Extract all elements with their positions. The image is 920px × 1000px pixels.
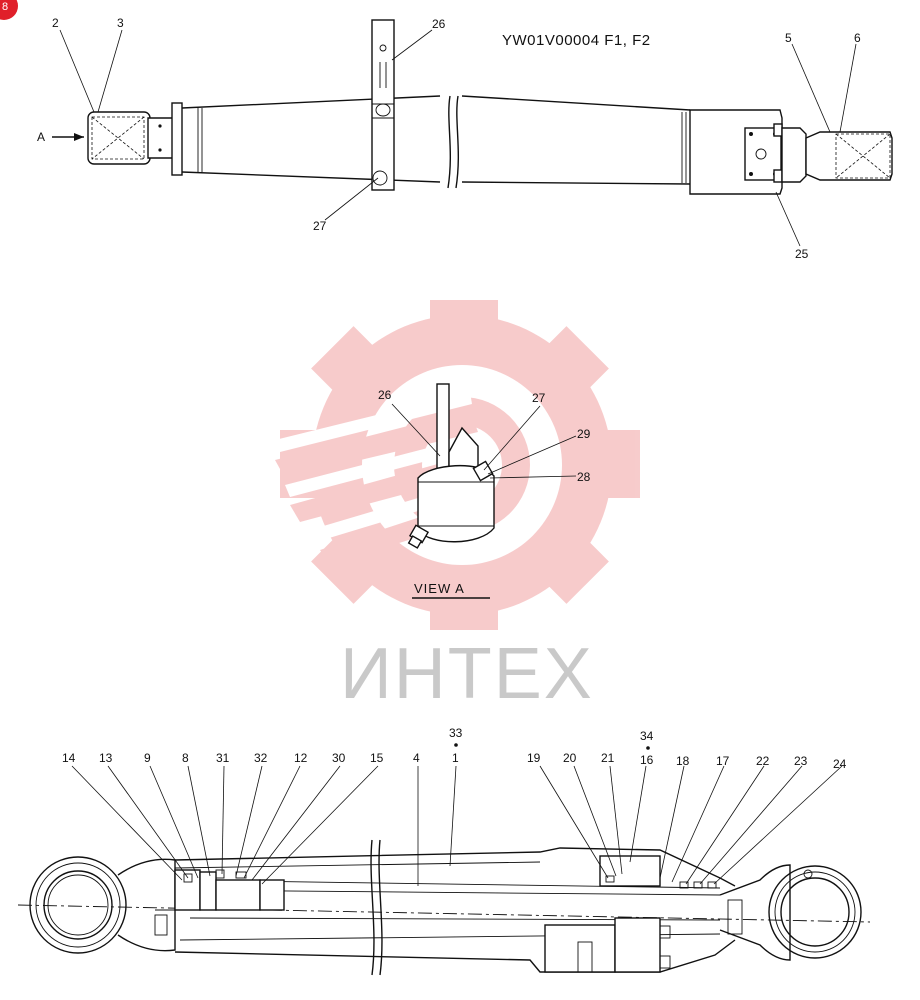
view-a-arrow-label: A xyxy=(37,130,45,144)
callout-31: 31 xyxy=(216,751,230,765)
corner-badge-text: 8 xyxy=(2,1,8,13)
callout-12: 12 xyxy=(294,751,308,765)
callout-23: 23 xyxy=(794,754,808,768)
view-callout-26: 26 xyxy=(378,388,392,402)
drawing-code: YW01V00004 F1, F2 xyxy=(502,32,651,49)
view-callout-27: 27 xyxy=(532,391,546,405)
callout-24: 24 xyxy=(833,757,847,771)
callout-9: 9 xyxy=(144,751,151,765)
callout-30: 30 xyxy=(332,751,346,765)
callout-25: 25 xyxy=(795,247,809,261)
callout-14: 14 xyxy=(62,751,76,765)
callout-6: 6 xyxy=(854,31,861,45)
corner-badge: 8 xyxy=(0,0,18,20)
view-callout-29: 29 xyxy=(577,427,591,441)
callout-2: 2 xyxy=(52,16,59,30)
callout-18: 18 xyxy=(676,754,690,768)
callout-1: 1 xyxy=(452,751,459,765)
marker-dot-33 xyxy=(454,743,458,747)
callout-22: 22 xyxy=(756,754,770,768)
callout-32: 32 xyxy=(254,751,268,765)
callout-8: 8 xyxy=(182,751,189,765)
watermark-text: ИНТЕХ xyxy=(340,634,594,714)
callout-20: 20 xyxy=(563,751,577,765)
bottom-section-view xyxy=(17,839,871,976)
callout-21: 21 xyxy=(601,751,615,765)
callout-33: 33 xyxy=(449,726,463,740)
callout-15: 15 xyxy=(370,751,384,765)
callout-16: 16 xyxy=(640,753,654,767)
callout-17: 17 xyxy=(716,754,730,768)
callout-4: 4 xyxy=(413,751,420,765)
callout-13: 13 xyxy=(99,751,113,765)
bottom-leaders xyxy=(71,765,843,886)
callout-3: 3 xyxy=(117,16,124,30)
callout-26: 26 xyxy=(432,17,446,31)
top-cylinder-view xyxy=(52,19,893,195)
view-a-leaders xyxy=(391,403,577,479)
view-callout-28: 28 xyxy=(577,470,591,484)
view-a-caption: VIEW A xyxy=(414,581,465,596)
callout-34: 34 xyxy=(640,729,654,743)
callout-5: 5 xyxy=(785,31,792,45)
callout-27: 27 xyxy=(313,219,327,233)
top-leaders xyxy=(59,29,857,247)
view-a-detail xyxy=(407,383,495,549)
marker-dot-34 xyxy=(646,746,650,750)
callout-19: 19 xyxy=(527,751,541,765)
